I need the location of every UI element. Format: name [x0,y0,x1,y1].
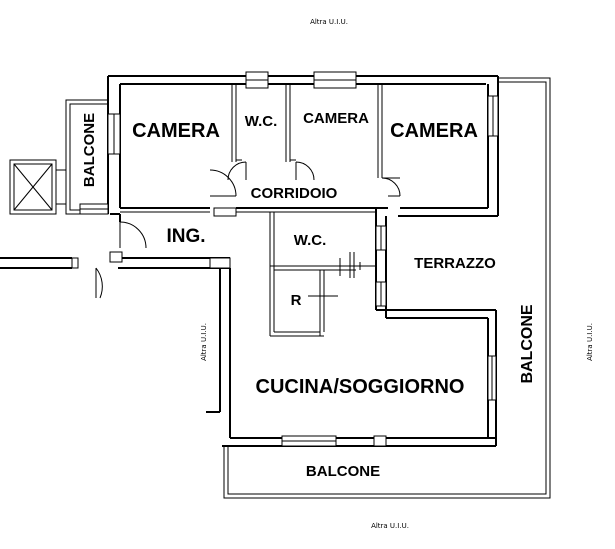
doors [71,161,401,299]
room-labels: CAMERA W.C. CAMERA CAMERA BALCONE CORRID… [81,110,536,480]
neighbor-top: Altra U.I.U. [310,18,348,26]
label-ripostiglio: R [291,292,302,309]
label-balcone-left: BALCONE [81,113,98,187]
outer-balcony [223,77,551,499]
label-balcone-bottom: BALCONE [306,463,380,480]
windows [79,71,499,447]
label-balcone-right: BALCONE [519,304,536,383]
label-wc-bottom: W.C. [294,232,327,249]
label-cucina-soggiorno: CUCINA/SOGGIORNO [256,376,465,398]
label-camera-right: CAMERA [390,120,478,142]
neighbor-left: Altra U.I.U. [200,323,208,361]
label-ingresso: ING. [166,226,205,247]
neighbor-notes: Altra U.I.U. Altra U.I.U. Altra U.I.U. A… [200,18,594,530]
label-camera-left: CAMERA [132,120,220,142]
interior-walls [120,84,383,337]
label-camera-middle: CAMERA [303,110,369,127]
neighbor-bottom: Altra U.I.U. [371,522,409,530]
label-terrazzo: TERRAZZO [414,255,496,272]
label-wc-top: W.C. [245,113,278,130]
neighbor-right: Altra U.I.U. [586,323,594,361]
label-corridoio: CORRIDOIO [251,185,338,202]
